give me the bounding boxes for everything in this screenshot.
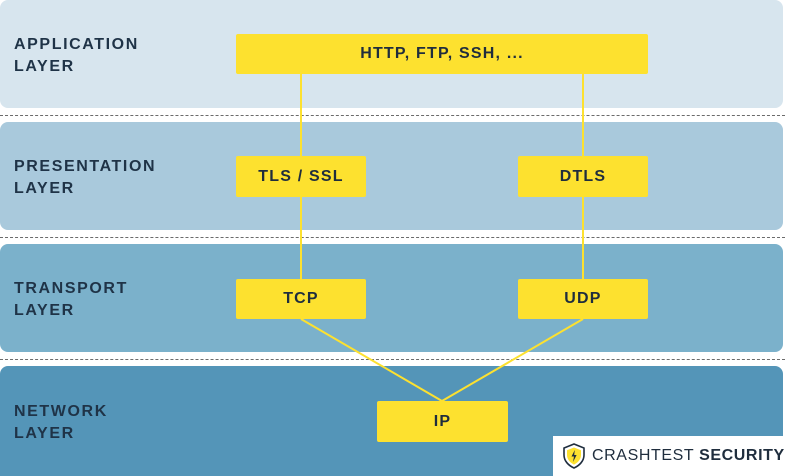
node-http-ftp-ssh: HTTP, FTP, SSH, ... (236, 34, 648, 74)
node-dtls: DTLS (518, 156, 648, 197)
transport-layer-label-line2: LAYER (14, 302, 75, 319)
layer-separator (0, 237, 785, 238)
application-layer-label: APPLICATION LAYER (14, 34, 194, 78)
brand-name: CRASHTEST SECURITY (592, 447, 785, 465)
layer-separator (0, 115, 785, 116)
presentation-layer-band (0, 122, 783, 230)
connector-udp-ip (441, 318, 584, 402)
brand-name-regular: CRASHTEST (592, 447, 695, 464)
network-layer-label: NETWORK LAYER (14, 401, 194, 445)
node-ip: IP (377, 401, 508, 442)
node-tcp: TCP (236, 279, 366, 319)
transport-layer-label-line1: TRANSPORT (14, 280, 128, 297)
layer-separator (0, 359, 785, 360)
network-layer-label-line2: LAYER (14, 425, 75, 442)
transport-layer-label: TRANSPORT LAYER (14, 278, 194, 322)
network-layer-label-line1: NETWORK (14, 403, 108, 420)
presentation-layer-label-line1: PRESENTATION (14, 158, 157, 175)
transport-layer-band (0, 244, 783, 352)
application-layer-label-line1: APPLICATION (14, 36, 139, 53)
presentation-layer-label: PRESENTATION LAYER (14, 156, 194, 200)
node-tls-ssl: TLS / SSL (236, 156, 366, 197)
brand-name-bold: SECURITY (699, 447, 785, 464)
application-layer-label-line2: LAYER (14, 58, 75, 75)
node-udp: UDP (518, 279, 648, 319)
presentation-layer-label-line2: LAYER (14, 180, 75, 197)
crashtest-security-logo: CRASHTEST SECURITY (553, 436, 785, 476)
connector-tcp-ip (300, 318, 443, 402)
shield-icon (563, 443, 585, 469)
